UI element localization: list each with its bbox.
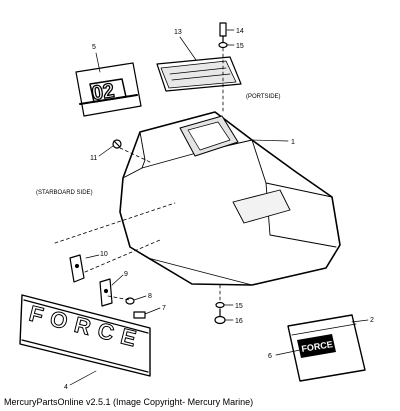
number-decal-text: 02: [90, 80, 115, 105]
bracket-part-10: [69, 254, 85, 283]
callout-14: 14: [236, 28, 244, 35]
callout-15-bottom: 15: [235, 303, 243, 310]
decal-number-part: [75, 62, 142, 117]
starboard-note: (STARBOARD SIDE): [36, 190, 93, 196]
small-decal-part: [287, 314, 366, 382]
bracket-part-9: [99, 278, 113, 307]
callout-1: 1: [291, 139, 295, 146]
copyright-caption: MercuryPartsOnline v2.5.1 (Image Copyrig…: [4, 397, 254, 407]
side-decal-part: [19, 294, 151, 377]
callout-8: 8: [148, 293, 152, 300]
lower-washer-and-nut: [214, 301, 226, 325]
callout-6: 6: [268, 353, 272, 360]
washer-and-bolt-part: [125, 297, 146, 319]
callout-13: 13: [174, 29, 182, 36]
callout-labels: 1 2 4 5 6 7 8 9 10 11 13 14 15 15 16: [64, 28, 374, 391]
portside-note: (PORTSIDE): [246, 94, 281, 100]
callout-16: 16: [235, 318, 243, 325]
callout-4: 4: [64, 384, 68, 391]
bolt-and-washer: [218, 22, 228, 49]
top-cover-plate: [156, 56, 242, 92]
callout-9: 9: [124, 271, 128, 278]
screw-part-11: [112, 139, 122, 149]
callout-11: 11: [90, 155, 97, 162]
callout-10: 10: [100, 251, 108, 258]
small-decal-text: FORCE: [301, 339, 334, 354]
callout-2: 2: [370, 317, 374, 324]
callout-15-top: 15: [236, 43, 244, 50]
main-cowl: [119, 111, 341, 286]
callout-5: 5: [92, 44, 96, 51]
callout-7: 7: [162, 305, 166, 312]
